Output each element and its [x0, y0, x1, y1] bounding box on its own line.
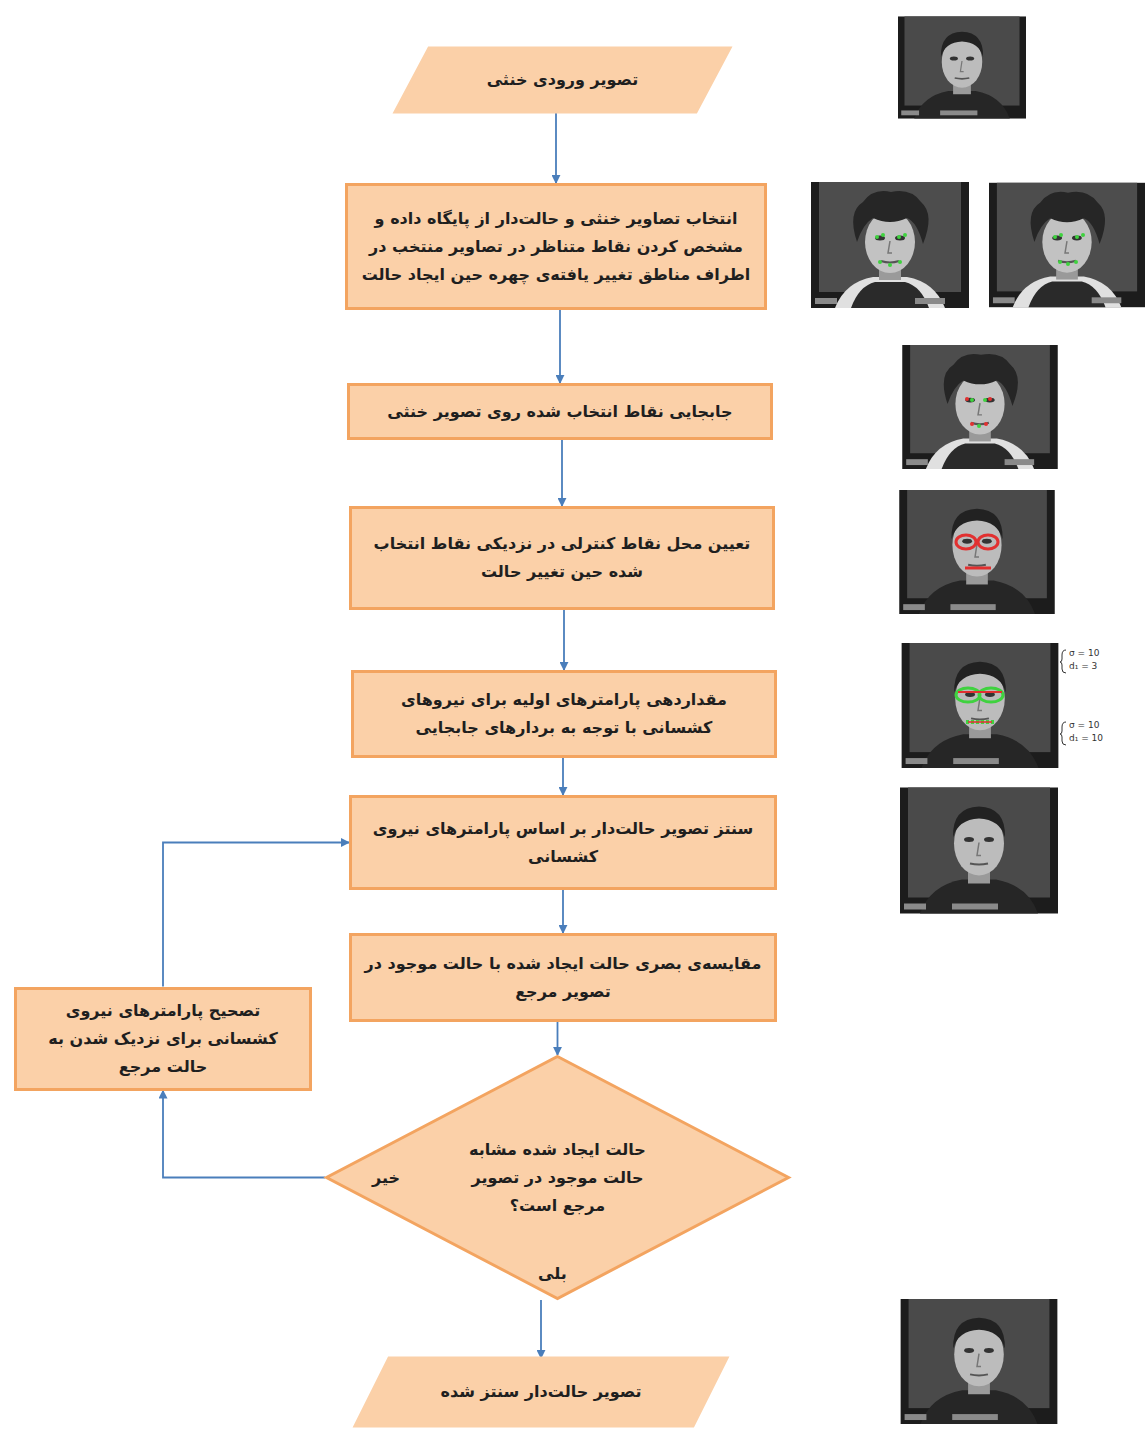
database-photo	[811, 182, 969, 308]
flow-arrow	[562, 758, 564, 795]
node-text: مقداردهی پارامترهای اولیه برای نیروهای ک…	[366, 686, 762, 742]
process-box: انتخاب تصاویر خنثی و حالت‌دار از پایگاه …	[345, 183, 767, 310]
parameter-label: d₁ = 3	[1069, 662, 1097, 671]
flow-arrow	[540, 1300, 542, 1358]
elastic-force-photo	[902, 643, 1066, 768]
flow-arrow	[559, 310, 561, 383]
branch-label: بلی	[538, 1264, 567, 1283]
text-holder: تصحیح پارامترهای نیروی کشسانی برای نزدیک…	[29, 990, 297, 1088]
parameter-label: σ = 10	[1069, 649, 1099, 658]
flow-arrow	[563, 610, 565, 670]
input-parallelogram: تصویر ورودی خنثی	[395, 48, 730, 112]
node-text: تصویر حالت‌دار سنتز شده	[440, 1378, 641, 1406]
text-holder: انتخاب تصاویر خنثی و حالت‌دار از پایگاه …	[360, 186, 752, 307]
node-text: انتخاب تصاویر خنثی و حالت‌دار از پایگاه …	[360, 205, 752, 289]
flow-arrow	[555, 112, 557, 183]
correction-box: تصحیح پارامترهای نیروی کشسانی برای نزدیک…	[14, 987, 312, 1091]
output-parallelogram: تصویر حالت‌دار سنتز شده	[355, 1358, 727, 1426]
node-text: تصحیح پارامترهای نیروی کشسانی برای نزدیک…	[29, 997, 297, 1081]
output-photo	[901, 1299, 1058, 1424]
text-holder: تعیین محل نقاط کنترلی در نزدیکی نقاط انت…	[364, 509, 760, 607]
text-holder: تصویر حالت‌دار سنتز شده	[397, 1358, 685, 1426]
text-holder: حالت ایجاد شده مشابه حالت موجود در تصویر…	[453, 1055, 663, 1300]
node-text: جابجایی نقاط انتخاب شده روی تصویر خنثی	[387, 398, 732, 426]
process-box: تعیین محل نقاط کنترلی در نزدیکی نقاط انت…	[349, 506, 775, 610]
node-text: سنتز تصویر حالت‌دار بر اساس پارامترهای ن…	[364, 815, 762, 871]
flow-arrow	[557, 1022, 559, 1055]
parameter-label: σ = 10	[1069, 721, 1099, 730]
moved-points-photo	[902, 345, 1057, 469]
text-holder: مقایسه‌ی بصری حالت ایجاد شده با حالت موج…	[364, 936, 762, 1019]
text-holder: تصویر ورودی خنثی	[437, 48, 688, 112]
branch-label: خیر	[372, 1168, 400, 1187]
node-text: تعیین محل نقاط کنترلی در نزدیکی نقاط انت…	[364, 530, 760, 586]
database-photo	[989, 183, 1145, 307]
flow-arrow	[562, 890, 564, 933]
node-text: مقایسه‌ی بصری حالت ایجاد شده با حالت موج…	[364, 950, 762, 1006]
process-box: مقایسه‌ی بصری حالت ایجاد شده با حالت موج…	[349, 933, 777, 1022]
node-text: حالت ایجاد شده مشابه حالت موجود در تصویر…	[453, 1136, 663, 1220]
text-holder: سنتز تصویر حالت‌دار بر اساس پارامترهای ن…	[364, 798, 762, 887]
flow-arrow	[561, 440, 563, 506]
synthesized-photo	[900, 788, 1058, 914]
process-box: جابجایی نقاط انتخاب شده روی تصویر خنثی	[347, 383, 773, 440]
text-holder: جابجایی نقاط انتخاب شده روی تصویر خنثی	[362, 386, 758, 437]
parameter-label: d₁ = 10	[1069, 734, 1103, 743]
node-text: تصویر ورودی خنثی	[487, 66, 639, 94]
text-holder: مقداردهی پارامترهای اولیه برای نیروهای ک…	[366, 673, 762, 755]
process-box: سنتز تصویر حالت‌دار بر اساس پارامترهای ن…	[349, 795, 777, 890]
process-box: مقداردهی پارامترهای اولیه برای نیروهای ک…	[351, 670, 777, 758]
flow-arrow	[163, 1091, 325, 1178]
neutral-photo	[898, 16, 1026, 118]
control-points-photo	[899, 490, 1054, 614]
flow-arrow	[163, 843, 349, 987]
